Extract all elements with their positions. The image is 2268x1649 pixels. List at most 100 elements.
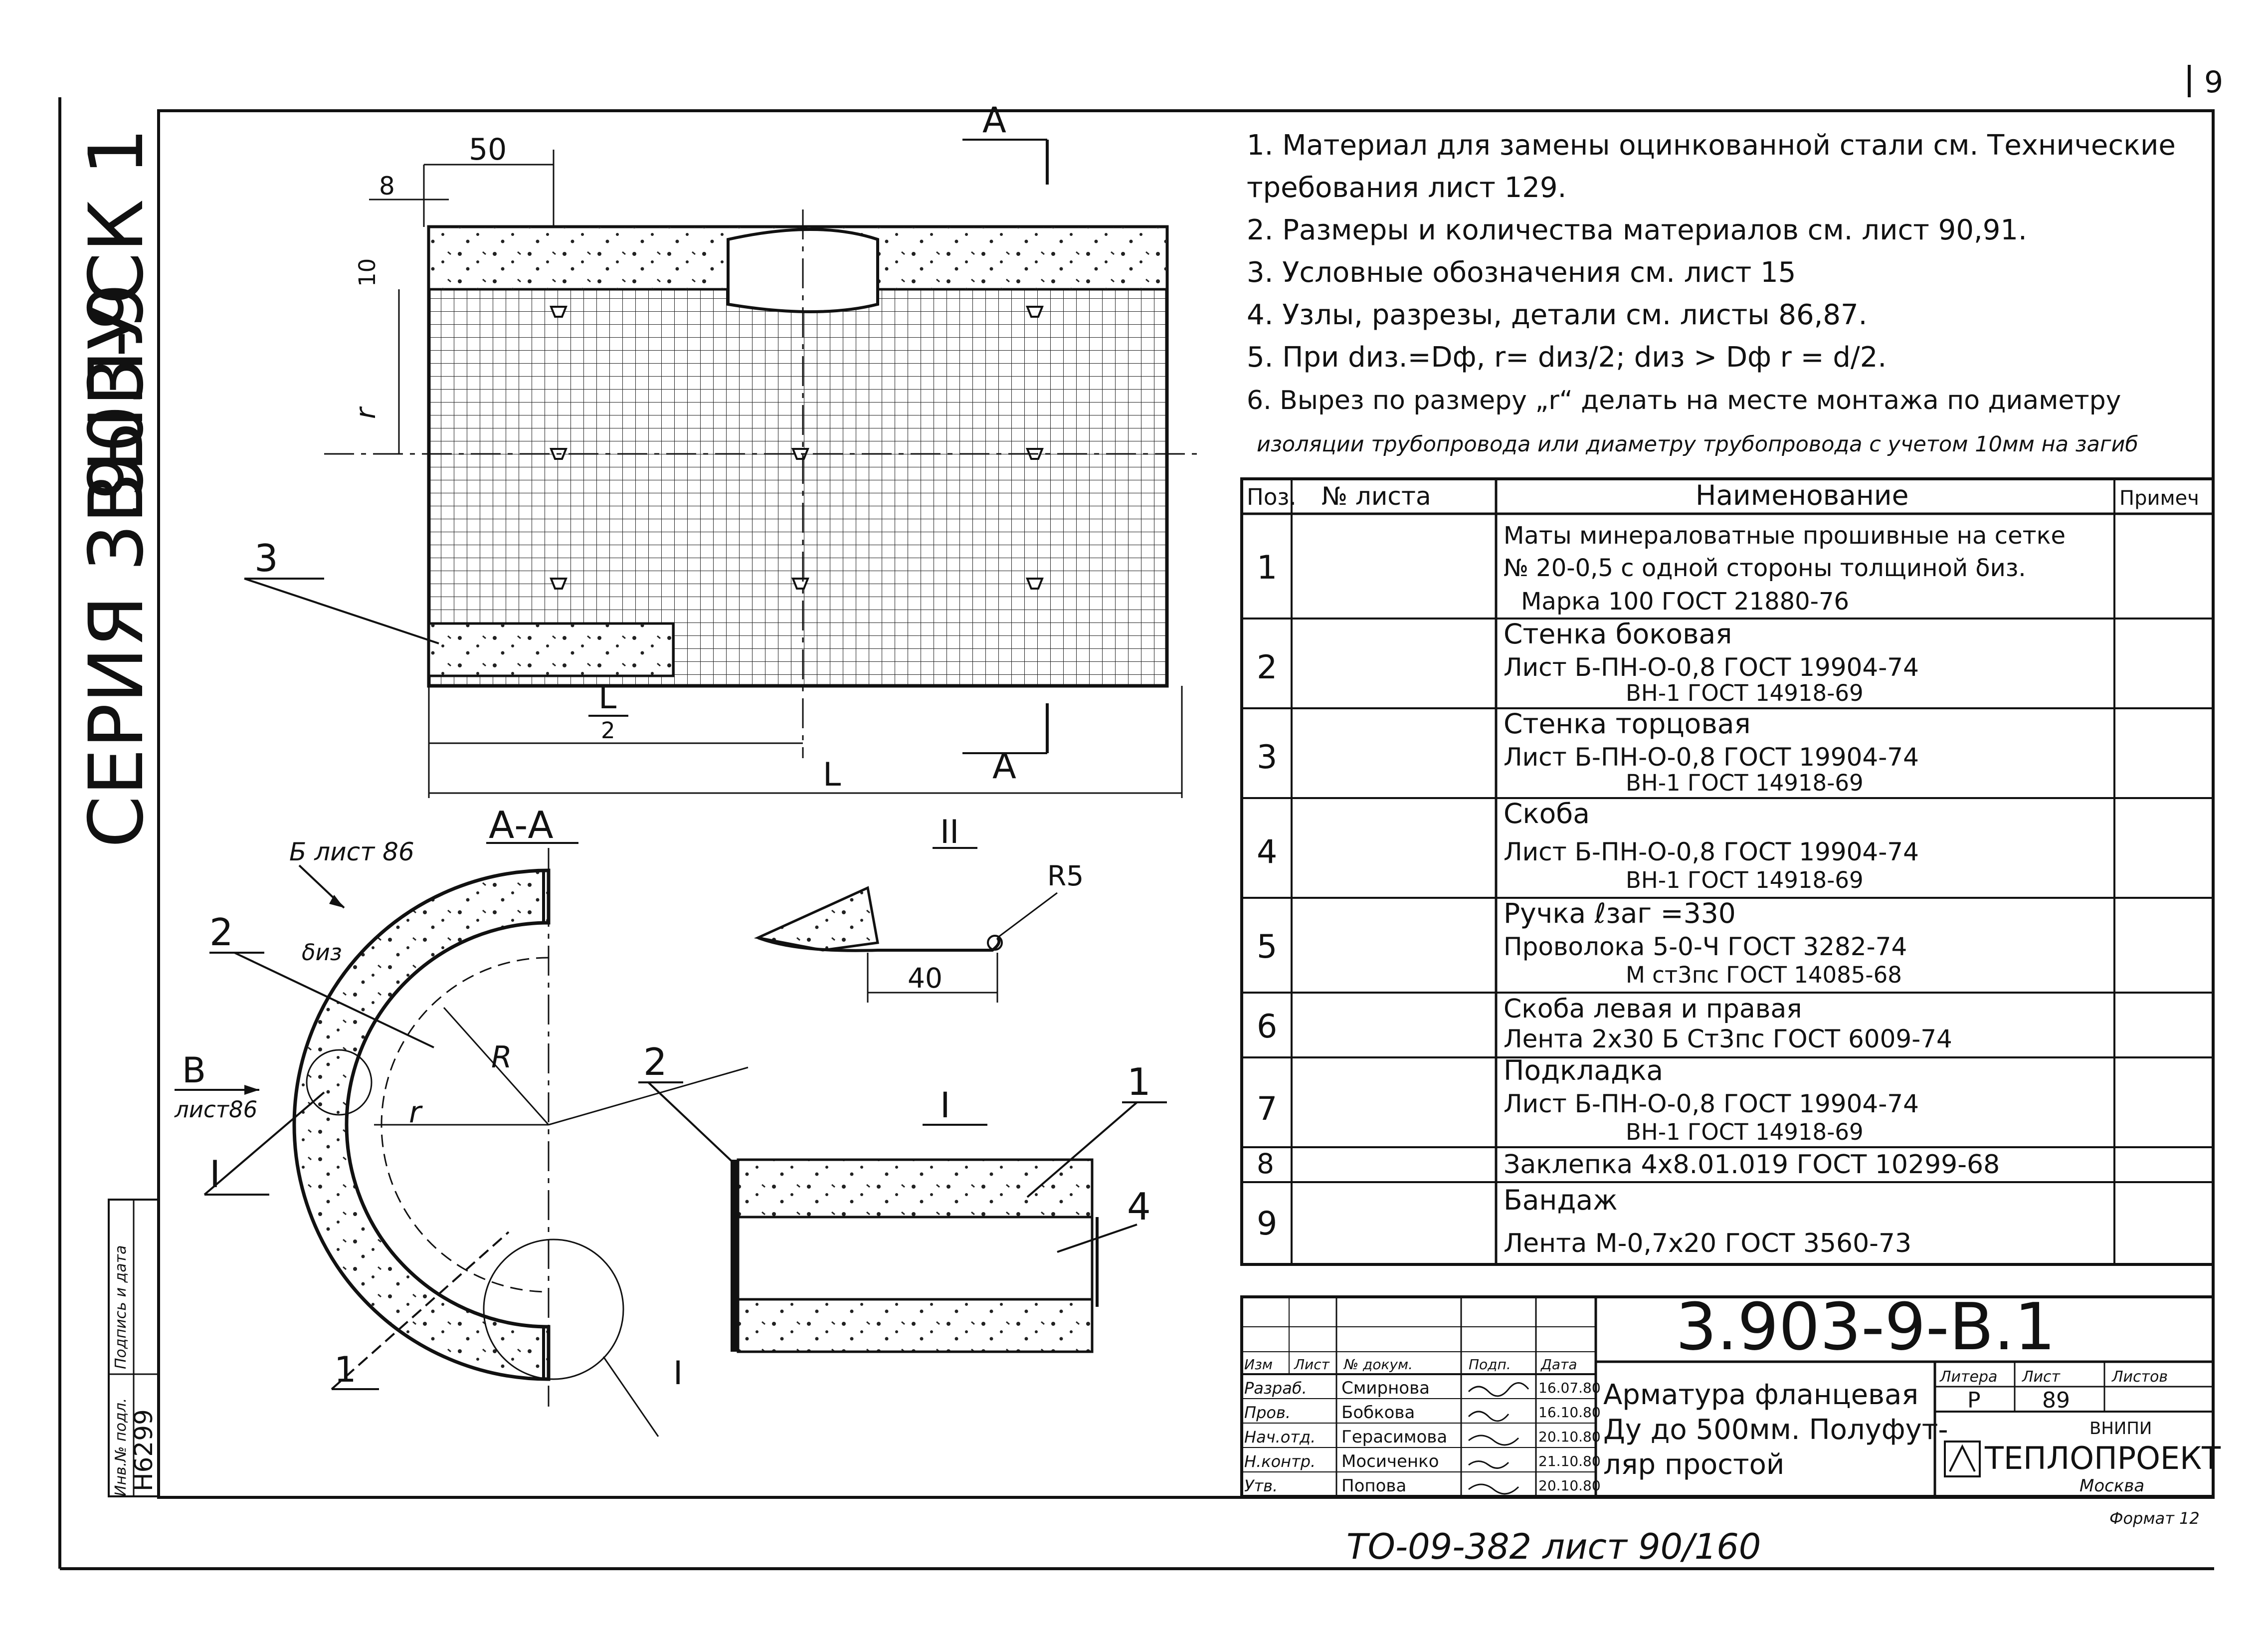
issue-label: ВЫПУСК 1 — [73, 128, 160, 524]
note-1-cont: требования лист 129. — [1247, 172, 1566, 204]
b-list86: Б лист 86 — [289, 837, 414, 866]
row-5-line-2: Проволока 5-0-Ч ГОСТ 3282-74 — [1504, 932, 1907, 961]
dim-l-half: L — [598, 679, 616, 716]
section-a-top: A — [982, 100, 1006, 141]
note-2: 2. Размеры и количества материалов см. л… — [1247, 214, 2027, 246]
row-9-pos: 9 — [1257, 1205, 1277, 1242]
name-3: Герасимова — [1341, 1427, 1447, 1447]
row-5-pos: 5 — [1257, 928, 1277, 966]
row-3-pos: 3 — [1257, 739, 1277, 776]
callout-2b: 2 — [643, 1040, 667, 1084]
dim-l-half-den: 2 — [601, 717, 615, 744]
date-2: 16.10.80 — [1538, 1404, 1601, 1421]
inv-label: Инв.№ подл. — [112, 1398, 130, 1496]
series-label: СЕРИЯ 3.903-9 — [73, 283, 160, 848]
date-4: 21.10.80 — [1538, 1453, 1601, 1469]
section-a-bottom: A — [992, 746, 1016, 787]
name-1: Смирнова — [1341, 1378, 1430, 1398]
dim-8: 8 — [379, 172, 395, 201]
org-name: ТЕПЛОПРОЕКТ — [1984, 1440, 2221, 1476]
date-1: 16.07.80 — [1538, 1380, 1601, 1396]
stage-label: Литера — [1939, 1368, 1997, 1386]
row-3-line-2: Лист Б-ПН-О-0,8 ГОСТ 19904-74 — [1504, 743, 1919, 772]
view-v-list: лист86 — [174, 1096, 257, 1123]
corner-mark: 9 — [2204, 65, 2223, 100]
note-5: 5. При dиз.=Dф, r= dиз/2; dиз > Dф r = d… — [1247, 341, 1887, 374]
row-6-line-2: Лента 2х30 Б Ст3пс ГОСТ 6009-74 — [1504, 1025, 1952, 1053]
row-2-line-3: ВН-1 ГОСТ 14918-69 — [1626, 680, 1864, 706]
stage-value: Р — [1967, 1388, 1981, 1413]
name-4: Мосиченко — [1341, 1451, 1439, 1471]
row-4-line-2: Лист Б-ПН-О-0,8 ГОСТ 19904-74 — [1504, 837, 1919, 866]
col-date: Дата — [1540, 1356, 1577, 1373]
sign-label: Подпись и дата — [112, 1245, 130, 1370]
callout-I-detail: I — [673, 1355, 683, 1392]
title-line-3: ляр простой — [1603, 1448, 1784, 1481]
row-1-line-1: Маты минераловатные прошивные на сетке — [1504, 522, 2066, 550]
callout-1b: 1 — [1127, 1060, 1151, 1104]
doc-code: 3.903-9-В.1 — [1676, 1289, 2056, 1365]
row-2-pos: 2 — [1257, 649, 1277, 686]
org-logo — [1944, 1441, 1981, 1477]
row-3-line-1: Стенка торцовая — [1504, 708, 1751, 740]
row-7-line-1: Подкладка — [1504, 1054, 1663, 1086]
row-7-line-3: ВН-1 ГОСТ 14918-69 — [1626, 1119, 1864, 1145]
sheet-value: 89 — [2042, 1388, 2070, 1413]
dim-r-section: r — [409, 1095, 423, 1130]
clips — [550, 306, 1044, 590]
dim-l: L — [823, 756, 841, 794]
note-4: 4. Узлы, разрезы, детали см. листы 86,87… — [1247, 299, 1867, 331]
dim-40: 40 — [908, 962, 943, 994]
callout-3: 3 — [254, 536, 278, 580]
role-3: Нач.отд. — [1244, 1428, 1316, 1446]
col-sign: Подп. — [1469, 1356, 1511, 1373]
row-1-pos: 1 — [1257, 549, 1277, 587]
row-6-line-1: Скоба левая и правая — [1504, 994, 1802, 1024]
org-top: ВНИПИ — [2089, 1419, 2152, 1439]
sheets-label: Листов — [2111, 1368, 2168, 1386]
date-3: 20.10.80 — [1538, 1429, 1601, 1445]
th-sheet: № листа — [1322, 482, 1431, 511]
row-3-line-3: ВН-1 ГОСТ 14918-69 — [1626, 770, 1864, 796]
callout-2: 2 — [209, 910, 233, 954]
row-4-line-1: Скоба — [1504, 798, 1590, 829]
role-2: Пров. — [1244, 1403, 1291, 1422]
col-doc: № докум. — [1343, 1356, 1413, 1373]
callout-4: 4 — [1127, 1185, 1151, 1229]
dim-r: r — [350, 406, 381, 419]
title-block: Изм Лист № докум. Подп. Дата Разраб. Про… — [1240, 1289, 2221, 1498]
sheet-label: Лист — [2022, 1368, 2061, 1386]
note-6: 6. Вырез по размеру „r“ делать на месте … — [1247, 386, 2121, 415]
title-line-1: Арматура фланцевая — [1603, 1379, 1918, 1411]
dim-10: 10 — [354, 258, 380, 287]
dim-diz: δиз — [302, 939, 342, 966]
callout-I: I — [209, 1152, 220, 1196]
view-ii-title: II — [940, 814, 959, 851]
row-5-line-1: Ручка ℓзаг =330 — [1504, 897, 1736, 929]
section-aa: А-А R r δиз I Б лист 86 В лист86 2 I 1 — [174, 803, 749, 1437]
row-8-pos: 8 — [1257, 1148, 1274, 1180]
view-v: В — [182, 1050, 206, 1091]
plan-view: 50 8 10 r L 2 L A A 3 — [244, 100, 1197, 798]
th-note: Примеч — [2119, 487, 2199, 510]
row-9-line-1: Бандаж — [1504, 1184, 1618, 1216]
date-5: 20.10.80 — [1538, 1477, 1601, 1494]
row-8-line-1: Заклепка 4х8.01.019 ГОСТ 10299-68 — [1504, 1150, 2000, 1180]
spec-table: Поз. № листа Наименование Примеч 1 Маты … — [1240, 477, 2215, 1266]
col-izm: Изм — [1244, 1356, 1273, 1373]
row-5-line-3: М ст3пс ГОСТ 14085-68 — [1626, 962, 1902, 988]
row-4-pos: 4 — [1257, 833, 1277, 871]
row-4-line-3: ВН-1 ГОСТ 14918-69 — [1626, 867, 1864, 893]
format-label: Формат 12 — [2109, 1509, 2200, 1528]
name-5: Попова — [1341, 1476, 1406, 1496]
th-name: Наименование — [1696, 479, 1908, 511]
row-1-line-3: Марка 100 ГОСТ 21880-76 — [1521, 588, 1849, 616]
dim-r5: R5 — [1047, 860, 1084, 892]
th-pos: Поз. — [1247, 484, 1297, 510]
section-aa-title: А-А — [489, 803, 554, 847]
notes: 1. Материал для замены оцинкованной стал… — [1247, 129, 2176, 457]
note-1: 1. Материал для замены оцинкованной стал… — [1247, 129, 2176, 162]
col-list: Лист — [1294, 1356, 1330, 1373]
row-2-line-1: Стенка боковая — [1504, 618, 1732, 650]
